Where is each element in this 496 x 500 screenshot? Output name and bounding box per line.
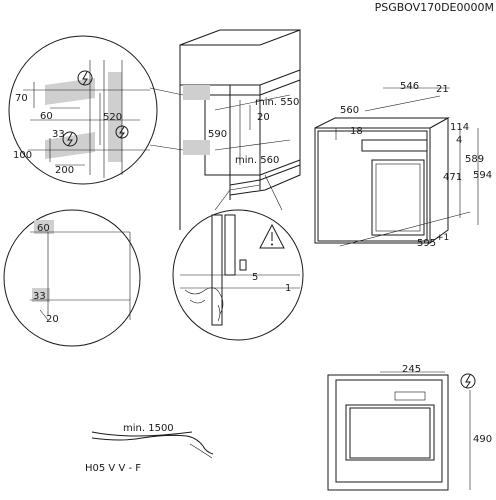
dim-label: 594 [473,170,492,181]
power-symbol-icon [77,70,93,86]
cable-length: min. 1500 [123,423,174,434]
dim-label: 589 [465,154,484,165]
dim-label: 60 [40,111,53,122]
dim-label: 4 [456,135,462,146]
bottom-mid-detail-circle: 5 1 [172,174,304,341]
dim-label: min. 560 [235,155,279,166]
dim-label: 70 [15,93,28,104]
dim-label: 560 [340,105,359,116]
dim-label: 590 [208,129,227,140]
oven-front: 546 21 560 114 4 18 589 594 471 595 +1 [314,81,492,249]
dim-label: 245 [402,364,421,375]
cabinet-niche: min. 550 20 590 min. 560 [179,29,301,230]
dim-label: +1 [436,233,449,243]
dim-label: 33 [33,291,46,302]
dim-label: 1 [285,283,291,294]
dim-label: 471 [443,172,462,183]
dim-label: 520 [103,112,122,123]
dim-label: 546 [400,81,419,92]
dim-label: 114 [450,122,469,133]
power-symbol-icon [115,125,129,139]
dim-label: 200 [55,165,74,176]
left-detail-circle: 70 60 520 33 100 200 [8,35,184,185]
dim-label: 595 [417,238,436,249]
power-cable: min. 1500 H05 V V - F [85,423,214,474]
dim-label: 5 [252,272,258,283]
diagram-code: PSGBOV170DE0000M [375,1,494,14]
dim-label: min. 550 [255,97,299,108]
dim-label: 18 [350,126,363,137]
cable-type: H05 V V - F [85,463,141,474]
bottom-left-detail-circle: 60 33 20 [3,209,141,347]
dim-label: 20 [46,314,59,325]
dim-label: 20 [257,112,270,123]
dim-label: 21 [436,84,449,95]
warning-triangle-icon [259,223,285,249]
dim-label: 490 [473,434,492,445]
dim-label: 60 [37,223,50,234]
dim-label: 33 [52,129,65,140]
oven-back-view: 245 490 [327,364,492,491]
power-symbol-icon [460,373,476,389]
dim-label: 100 [13,150,32,161]
power-symbol-icon [62,131,78,147]
